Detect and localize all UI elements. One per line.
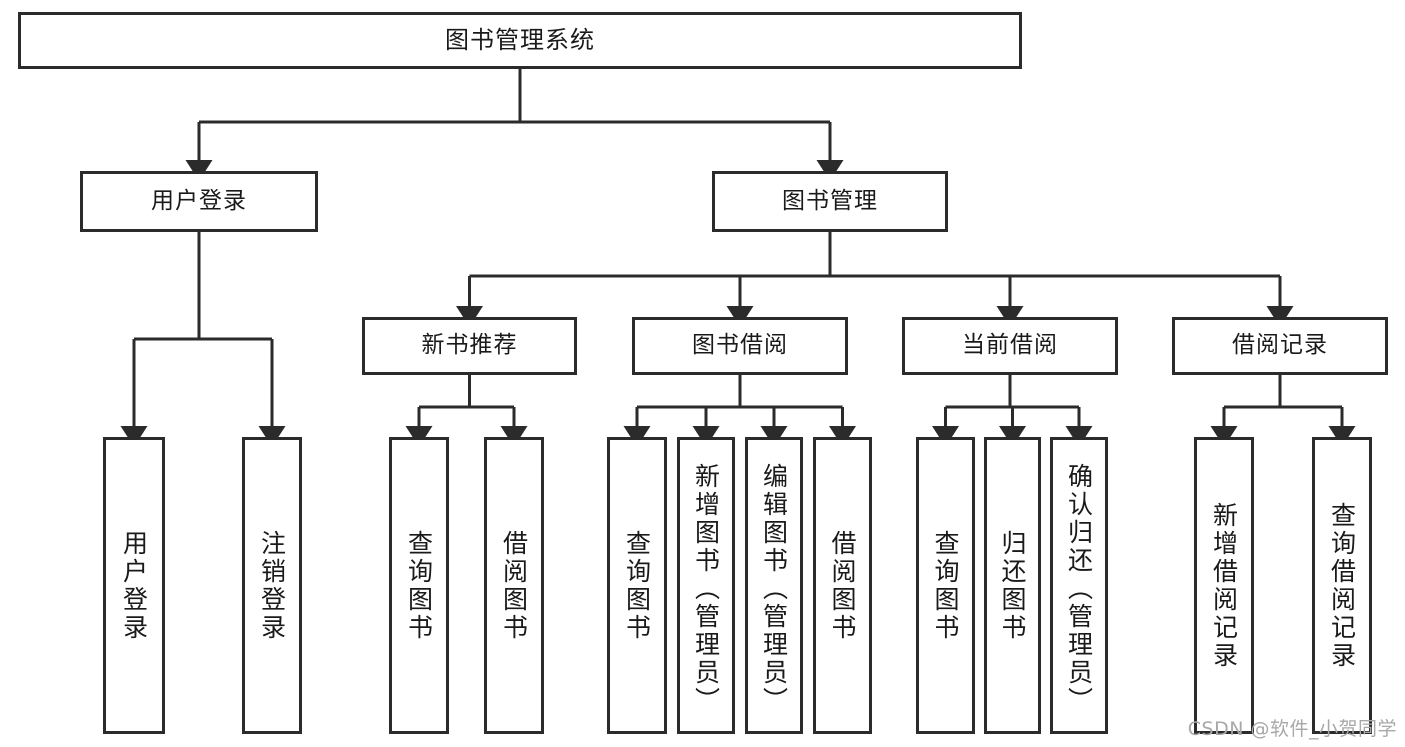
node-root[interactable]: 图书管理系统 (18, 12, 1022, 69)
node-label-borrow-record: 借阅记录 (1232, 332, 1328, 359)
node-leaf-query-book-3[interactable]: 查询图书 (916, 437, 975, 734)
node-label-leaf-query-book-1: 查询图书 (404, 529, 434, 642)
node-label-new-book-recommend: 新书推荐 (421, 332, 518, 359)
node-leaf-borrow-book-2[interactable]: 借阅图书 (813, 437, 872, 734)
watermark-text: CSDN @软件_小贺同学 (1187, 718, 1397, 740)
node-borrow-record[interactable]: 借阅记录 (1172, 317, 1388, 375)
node-label-leaf-query-borrow-record: 查询借阅记录 (1327, 501, 1357, 670)
node-leaf-add-book[interactable]: 新增图书（管理员） (677, 437, 735, 734)
node-label-root: 图书管理系统 (445, 26, 595, 55)
node-current-borrow[interactable]: 当前借阅 (902, 317, 1118, 375)
node-leaf-query-book-1[interactable]: 查询图书 (389, 437, 449, 734)
node-label-leaf-borrow-book-2: 借阅图书 (828, 529, 857, 642)
node-book-borrow[interactable]: 图书借阅 (632, 317, 848, 375)
node-label-leaf-edit-book: 编辑图书（管理员） (759, 462, 789, 715)
node-label-book-manage: 图书管理 (782, 187, 878, 214)
node-leaf-user-login[interactable]: 用户登录 (103, 437, 165, 734)
node-leaf-borrow-book-1[interactable]: 借阅图书 (484, 437, 544, 734)
node-label-leaf-logout-login: 注销登录 (257, 529, 287, 642)
node-leaf-add-borrow-record[interactable]: 新增借阅记录 (1194, 437, 1254, 734)
node-label-current-borrow: 当前借阅 (962, 332, 1058, 359)
node-new-book-recommend[interactable]: 新书推荐 (362, 317, 577, 375)
node-leaf-logout-login[interactable]: 注销登录 (242, 437, 302, 734)
node-label-leaf-confirm-return: 确认归还（管理员） (1064, 462, 1094, 715)
node-label-leaf-user-login: 用户登录 (119, 529, 149, 642)
node-leaf-query-borrow-record[interactable]: 查询借阅记录 (1312, 437, 1372, 734)
node-leaf-return-book[interactable]: 归还图书 (984, 437, 1041, 734)
node-label-book-borrow: 图书借阅 (692, 332, 788, 359)
node-leaf-query-book-2[interactable]: 查询图书 (607, 437, 667, 734)
node-label-leaf-query-book-2: 查询图书 (622, 529, 652, 642)
node-leaf-edit-book[interactable]: 编辑图书（管理员） (745, 437, 803, 734)
node-label-leaf-return-book: 归还图书 (998, 529, 1027, 642)
node-label-leaf-add-book: 新增图书（管理员） (691, 462, 721, 715)
node-user-login[interactable]: 用户登录 (80, 171, 318, 232)
node-label-leaf-add-borrow-record: 新增借阅记录 (1209, 501, 1239, 670)
node-label-leaf-query-book-3: 查询图书 (931, 529, 960, 642)
node-leaf-confirm-return[interactable]: 确认归还（管理员） (1050, 437, 1108, 734)
node-label-user-login: 用户登录 (151, 187, 247, 214)
edges-group (120, 69, 1356, 447)
node-label-leaf-borrow-book-1: 借阅图书 (499, 529, 529, 642)
node-book-manage[interactable]: 图书管理 (712, 171, 948, 232)
